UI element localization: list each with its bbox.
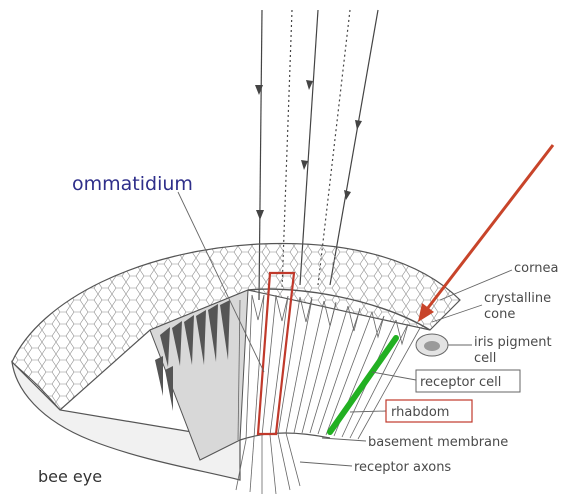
bee-eye-label: bee eye [38, 467, 102, 486]
basement-membrane-label: basement membrane [368, 435, 508, 450]
crystalline-cone-label-line2: cone [484, 307, 515, 322]
iris-pigment-label-line2: cell [474, 351, 496, 366]
cornea-label: cornea [514, 261, 558, 276]
ommatidium-label: ommatidium [72, 173, 193, 195]
receptor-cell-label: receptor cell [420, 375, 501, 390]
iris-pigment-cell [416, 334, 448, 356]
iris-pigment-label-line1: iris pigment [474, 335, 552, 350]
receptor-axons-label: receptor axons [354, 460, 451, 475]
crystalline-cone-label-line1: crystalline [484, 291, 551, 306]
rhabdom-label: rhabdom [391, 405, 449, 420]
